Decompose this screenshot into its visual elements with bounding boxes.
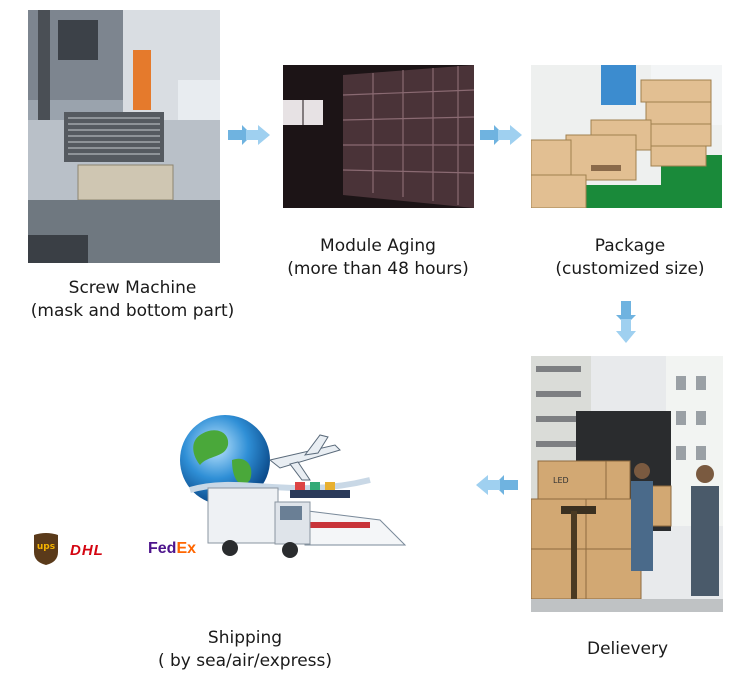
step-caption-package: Package (customized size)	[555, 236, 705, 279]
shipping-illustration	[170, 410, 415, 570]
delievery-photo: LED	[531, 356, 723, 612]
dhl-logo: DHL	[70, 542, 104, 559]
arrow-right-icon	[228, 124, 272, 146]
step-caption-screw-machine: Screw Machine (mask and bottom part)	[30, 278, 235, 321]
box-label: LED	[553, 476, 569, 485]
arrow-left-icon	[474, 474, 518, 496]
arrow-down-icon	[615, 301, 637, 345]
arrow-right-icon	[480, 124, 524, 146]
module-aging-photo	[283, 65, 474, 208]
package-photo	[531, 65, 722, 208]
fedex-logo: FedEx	[148, 540, 197, 557]
step-caption-delievery: Delievery	[586, 639, 669, 659]
ups-logo: ups	[33, 532, 59, 566]
step-caption-shipping: Shipping ( by sea/air/express)	[157, 628, 333, 671]
step-caption-module-aging: Module Aging (more than 48 hours)	[287, 236, 469, 279]
screw-machine-photo	[28, 10, 220, 263]
